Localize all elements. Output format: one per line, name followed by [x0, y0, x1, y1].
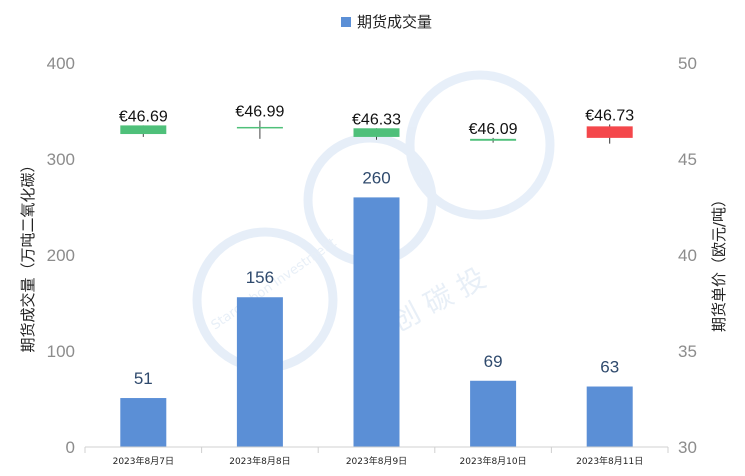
price-candle-body — [236, 126, 283, 129]
price-label: €46.09 — [469, 121, 518, 138]
x-axis: 2023年8月7日 2023年8月8日 2023年8月9日 2023年8月10日 202… — [84, 446, 669, 467]
legend-label: 期货成交量 — [357, 13, 432, 31]
watermark-ring-right — [405, 70, 555, 220]
y-tick-right: 50 — [678, 54, 697, 73]
volume-bar-label: 51 — [134, 369, 153, 388]
y-tick-left: 400 — [47, 54, 75, 73]
volume-bar — [353, 197, 400, 447]
x-tick-label: 2023年8月10日 — [460, 455, 527, 467]
price-label: €46.73 — [585, 107, 634, 124]
legend: 期货成交量 — [341, 13, 432, 31]
price-candle-body — [586, 126, 633, 138]
price-label: €46.69 — [119, 108, 168, 125]
y-tick-left: 100 — [47, 342, 75, 361]
y-axis-left: 0 100 200 300 400 — [47, 54, 75, 457]
x-tick-label: 2023年8月11日 — [576, 455, 643, 467]
y-tick-right: 30 — [678, 438, 697, 457]
bar-series: 51 156 260 69 63 — [120, 168, 633, 447]
y-tick-left: 200 — [47, 246, 75, 265]
y-tick-right: 45 — [678, 150, 697, 169]
volume-bar — [236, 297, 283, 447]
y-tick-right: 35 — [678, 342, 697, 361]
volume-bar — [120, 398, 167, 447]
volume-bar — [470, 380, 517, 447]
y-tick-right: 40 — [678, 246, 697, 265]
price-label: €46.33 — [352, 111, 401, 128]
watermark-text-cn: 创 碳 投 — [386, 261, 491, 338]
volume-bar-label: 260 — [362, 168, 390, 187]
price-series: €46.69 €46.99 €46.33 €46.09 €46.73 — [119, 104, 634, 144]
y-axis-title-right: 期货单价（欧元/吨） — [710, 192, 728, 332]
volume-bar-label: 156 — [246, 268, 274, 287]
price-candle-body — [120, 125, 167, 135]
volume-bar-label: 63 — [600, 358, 619, 377]
price-label: €46.99 — [235, 104, 284, 121]
y-tick-left: 0 — [66, 438, 75, 457]
x-tick-label: 2023年8月8日 — [229, 455, 290, 467]
volume-bar-label: 69 — [484, 352, 503, 371]
legend-swatch — [341, 17, 351, 27]
x-tick-label: 2023年8月9日 — [346, 455, 407, 467]
y-tick-left: 300 — [47, 150, 75, 169]
x-tick-label: 2023年8月7日 — [113, 455, 174, 467]
price-candle-body — [470, 138, 517, 141]
y-axis-title-left: 期货成交量（万吨二氧化碳） — [19, 157, 37, 352]
volume-bar — [586, 386, 633, 447]
y-axis-right: 30 35 40 45 50 — [678, 54, 697, 457]
price-candle-body — [353, 128, 400, 137]
